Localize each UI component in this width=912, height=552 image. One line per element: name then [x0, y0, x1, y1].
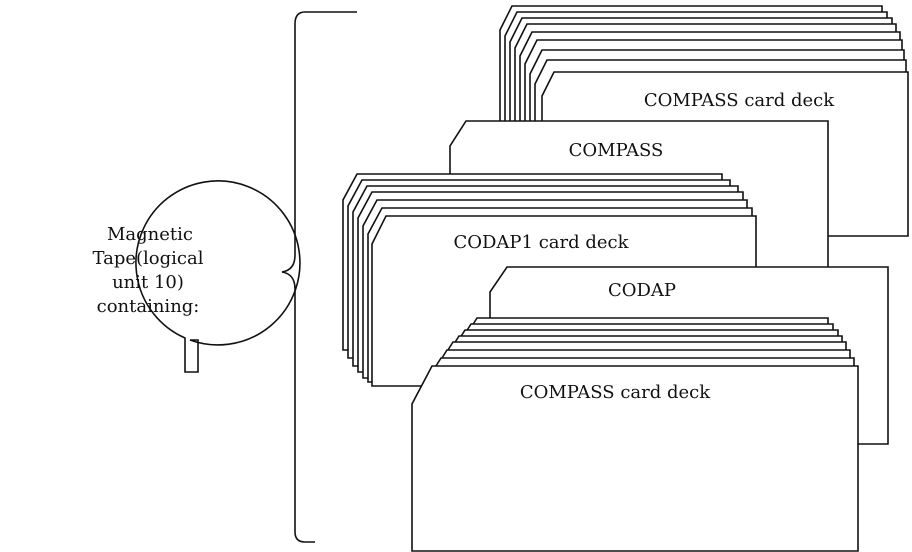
codap1-card-deck-label: CODAP1 card deck	[453, 232, 629, 253]
tape-label-line-4: containing:	[97, 296, 200, 317]
codap-card-label: CODAP	[608, 280, 676, 301]
tape-label-line-1: Magnetic	[107, 224, 193, 245]
tape-label-line-3: unit 10)	[112, 272, 184, 293]
compass-card-deck-bottom-label: COMPASS card deck	[520, 382, 711, 403]
compass-card-deck-top-label: COMPASS card deck	[644, 90, 835, 111]
compass-card-label: COMPASS	[569, 140, 664, 161]
tape-label-line-2: Tape(logical	[93, 248, 204, 269]
magnetic-tape-symbol: Magnetic Tape(logical unit 10) containin…	[93, 181, 300, 372]
compass-card-deck-bottom: COMPASS card deck	[412, 318, 858, 551]
